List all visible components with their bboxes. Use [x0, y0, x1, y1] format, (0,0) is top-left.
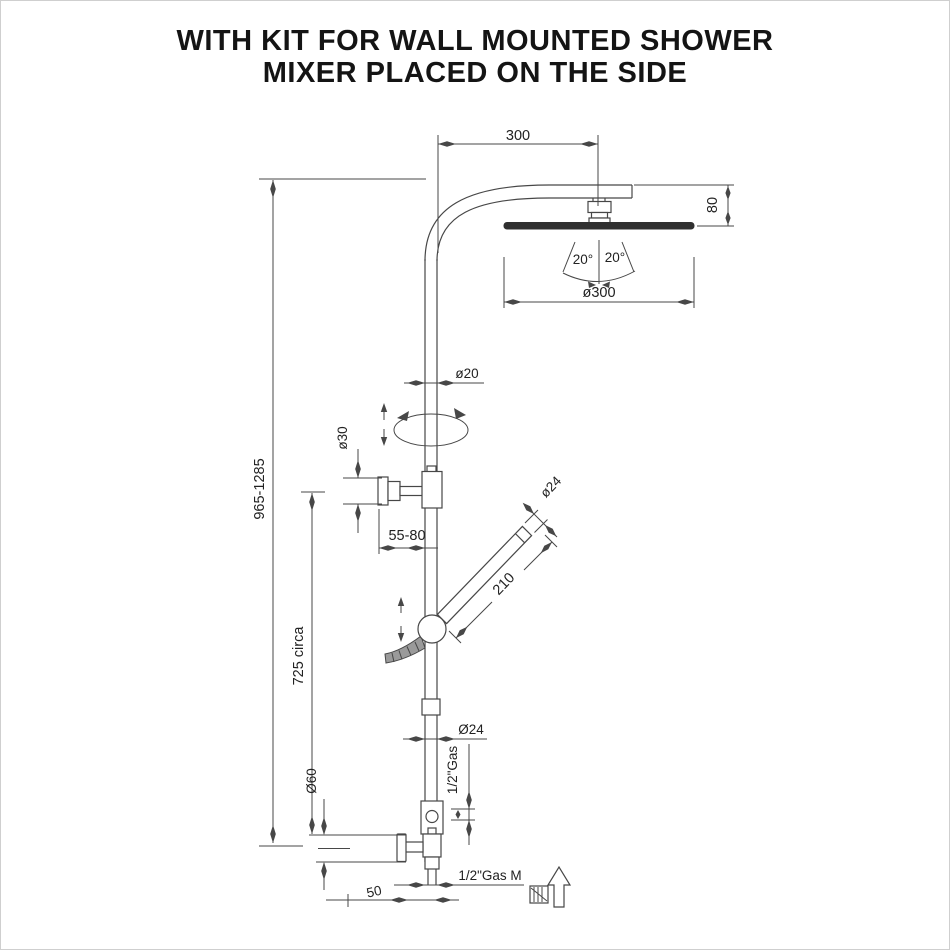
dim-handle-diameter: Ø60 [304, 768, 406, 890]
dim-wall-distance: 55-80 [378, 509, 438, 554]
mounting-direction-arrow [546, 865, 572, 908]
dim-label-handshower-diameter: ø24 [537, 473, 564, 501]
dim-head-diameter: ø300 [503, 257, 695, 308]
dim-label-outlet-thread: 1/2"Gas M [458, 868, 521, 883]
pipe-collar [421, 698, 441, 716]
dim-label-bracket-diameter: ø30 [335, 426, 350, 449]
title-line-1: WITH KIT FOR WALL MOUNTED SHOWER [176, 25, 774, 57]
dim-bracket-diameter: ø30 [335, 426, 382, 533]
dim-label-inlet-thread: 1/2"Gas [445, 746, 460, 795]
dim-outlet-offset: 50 [326, 883, 459, 907]
dim-label-wall-distance: 55-80 [388, 528, 425, 544]
title-line-2: MIXER PLACED ON THE SIDE [262, 57, 688, 89]
angle-label-left: 20° [573, 252, 593, 267]
dim-column-diameter: ø20 [404, 366, 484, 386]
dim-arm-reach: 300 [437, 128, 599, 253]
dim-inlet-thread: 1/2"Gas [445, 744, 475, 845]
dim-label-outlet-offset: 50 [365, 883, 383, 901]
shower-hose [384, 635, 426, 664]
wall-anchor-symbol [529, 885, 549, 904]
rotation-indicator [380, 403, 469, 447]
shower-column-pipe [424, 259, 438, 862]
dim-riser-diameter: Ø24 [403, 722, 487, 742]
dim-head-drop: 80 [634, 184, 734, 227]
dim-label-lower-height: 725 circa [291, 626, 307, 686]
swivel-angle: 20° 20° [562, 240, 636, 288]
slide-indicator [397, 597, 405, 642]
dim-label-total-height: 965-1285 [252, 458, 268, 519]
dim-label-handle-diameter: Ø60 [304, 768, 319, 794]
page-title: WITH KIT FOR WALL MOUNTED SHOWER MIXER P… [1, 25, 949, 89]
shower-arm [424, 184, 633, 262]
dim-lower-height: 725 circa [291, 491, 325, 834]
diverter-valve [396, 800, 444, 885]
dim-label-column-diameter: ø20 [455, 366, 478, 381]
wall-bracket [377, 465, 443, 509]
dim-handshower-diameter: ø24 [522, 473, 565, 538]
dim-label-head-drop: 80 [705, 197, 721, 213]
slider-holder [417, 614, 447, 644]
dim-total-height: 965-1285 [252, 178, 426, 847]
dim-outlet-thread: 1/2"Gas M [394, 868, 524, 888]
head-connector [587, 198, 612, 226]
dim-label-arm-reach: 300 [506, 128, 530, 144]
dim-label-head-diameter: ø300 [582, 285, 615, 301]
angle-label-right: 20° [605, 250, 625, 265]
shower-head [503, 222, 695, 230]
dim-label-riser-diameter: Ø24 [458, 722, 484, 737]
